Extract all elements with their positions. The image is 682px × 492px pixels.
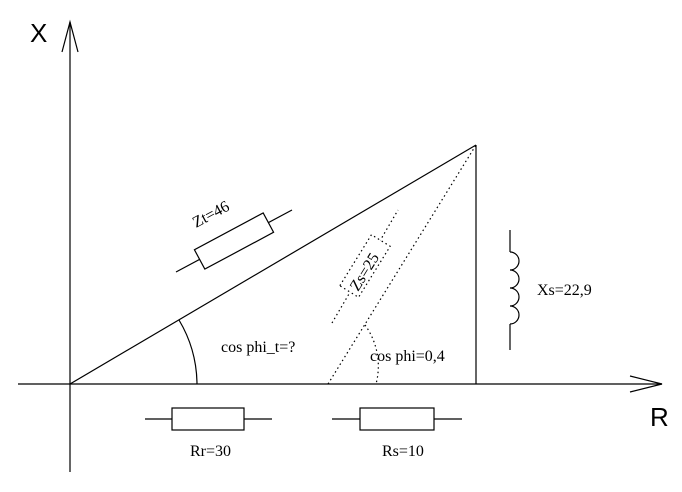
xs-label: Xs=22,9 — [537, 282, 592, 299]
y-axis — [61, 19, 79, 472]
zs-resistor-symbol — [331, 209, 399, 324]
phi-t-angle-arc — [178, 319, 198, 385]
rs-resistor-symbol — [332, 407, 462, 431]
rs-label: Rs=10 — [382, 443, 424, 460]
zt-label: Zt=46 — [190, 198, 233, 232]
zs-dotted-line — [327, 144, 477, 385]
xs-inductor-symbol — [509, 230, 520, 350]
y-axis-label: X — [30, 18, 47, 48]
cos-phi-t-label: cos phi_t=? — [221, 339, 295, 356]
rr-resistor-symbol — [145, 407, 272, 431]
x-axis — [18, 375, 663, 393]
zt-resistor-symbol — [175, 209, 293, 273]
phi-angle-arc — [364, 324, 379, 385]
zt-hypotenuse — [69, 144, 477, 385]
rr-label: Rr=30 — [190, 443, 231, 460]
x-axis-label: R — [650, 402, 669, 432]
cos-phi-label: cos phi=0,4 — [370, 348, 445, 365]
